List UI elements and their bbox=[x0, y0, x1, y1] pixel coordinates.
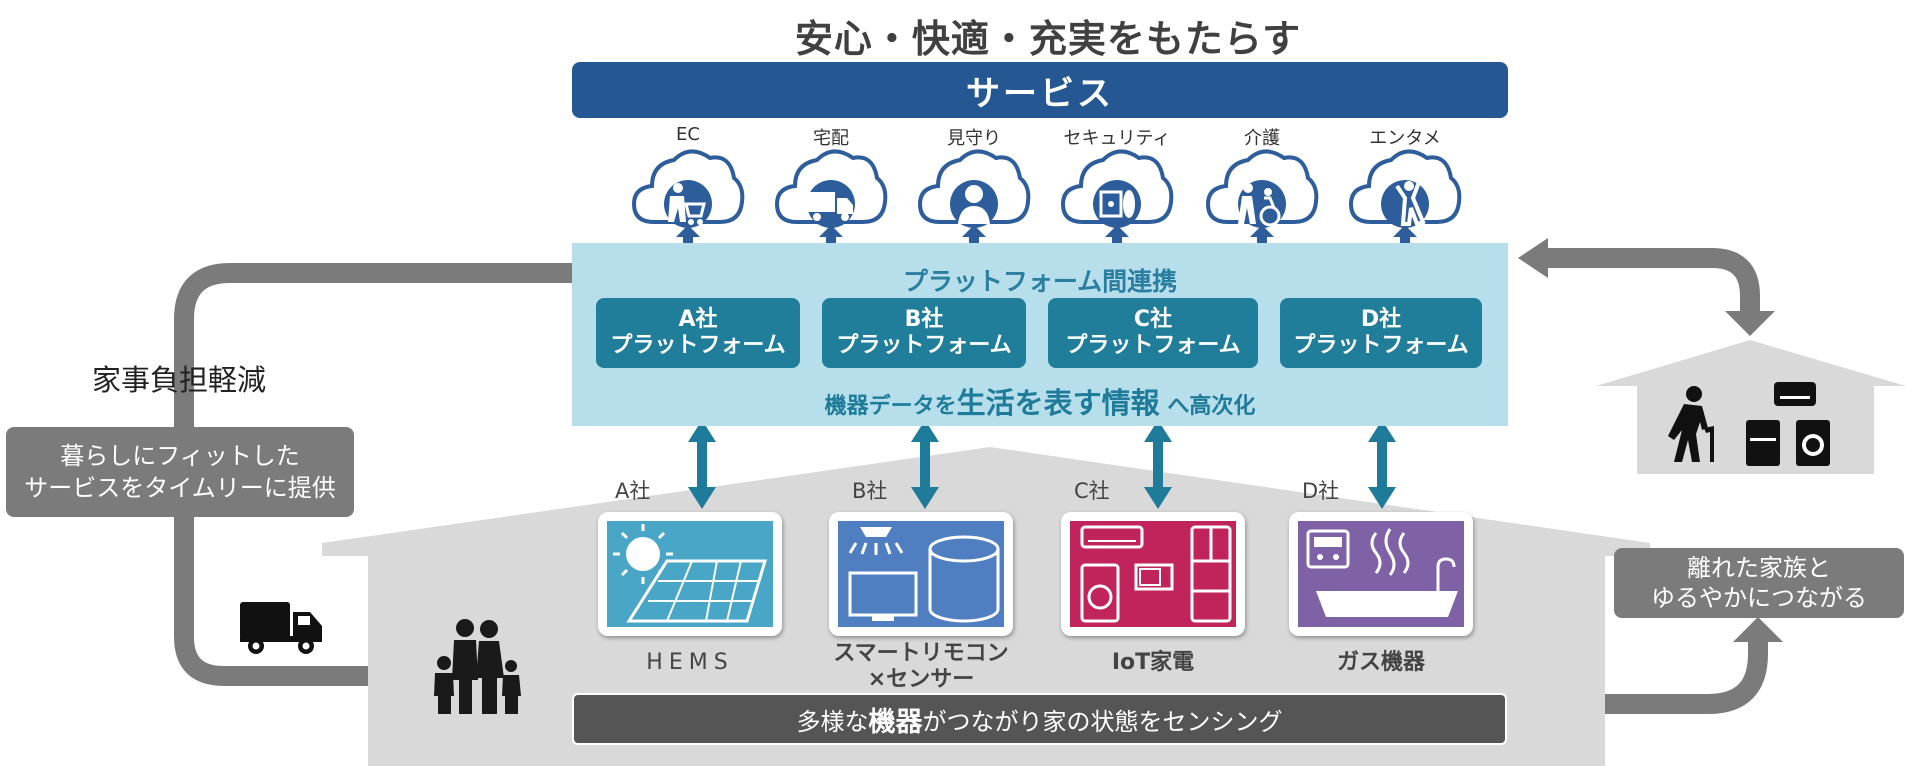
device-label: IoT家電 bbox=[1111, 650, 1195, 675]
platform-company: D社 bbox=[1360, 307, 1402, 332]
platform-name: プラットフォーム bbox=[836, 333, 1012, 358]
data-upgrade-caption: 機器データを生活を表す情報 へ高次化 bbox=[824, 386, 1256, 420]
device-company: A社 bbox=[615, 479, 651, 503]
timely-service-box: 暮らしにフィットした サービスをタイムリーに提供 bbox=[6, 427, 354, 517]
delivery-truck-icon bbox=[240, 602, 322, 654]
device-label: スマートリモコン ×センサー bbox=[833, 641, 1009, 692]
device-label: HEMS bbox=[646, 650, 734, 675]
service-banner: サービス bbox=[572, 62, 1508, 118]
remote-sensor-icon bbox=[838, 521, 1004, 627]
platform-device-arrows bbox=[688, 420, 1396, 509]
platform-name: プラットフォーム bbox=[1293, 333, 1469, 358]
hems-device-card bbox=[598, 512, 782, 636]
wheelchair-care-icon bbox=[1205, 149, 1319, 228]
left-service-loop-line bbox=[174, 263, 572, 686]
appliances-icon bbox=[1070, 521, 1236, 627]
service-label: 宅配 bbox=[813, 128, 849, 149]
home-appliances-icon bbox=[1746, 382, 1830, 466]
platform-box-a: A社 プラットフォーム bbox=[596, 298, 800, 368]
platform-box-c: C社 プラットフォーム bbox=[1048, 298, 1258, 368]
door-lock-icon bbox=[1060, 149, 1174, 228]
connect-family-box: 離れた家族と ゆるやかにつながる bbox=[1614, 548, 1904, 618]
housework-reduction-label: 家事負担軽減 bbox=[92, 363, 267, 397]
device-label: ガス機器 bbox=[1336, 650, 1425, 675]
smart-remote-device-card bbox=[829, 512, 1013, 636]
service-label: EC bbox=[676, 124, 700, 145]
home-to-family-arrow bbox=[1605, 640, 1768, 714]
watcher-person-icon bbox=[917, 149, 1031, 228]
platform-to-remote-arrow bbox=[1543, 248, 1760, 313]
device-company: C社 bbox=[1074, 479, 1110, 503]
platform-box-d: D社 プラットフォーム bbox=[1280, 298, 1482, 368]
platform-company: A社 bbox=[678, 307, 718, 332]
device-company: D社 bbox=[1302, 479, 1340, 503]
entertainment-dancer-icon bbox=[1348, 149, 1462, 228]
gas-bath-icon bbox=[1298, 521, 1464, 627]
platform-name: プラットフォーム bbox=[610, 333, 786, 358]
service-label: 見守り bbox=[947, 128, 1001, 149]
shopping-cart-icon bbox=[631, 149, 745, 228]
platform-box-b: B社 プラットフォーム bbox=[822, 298, 1026, 368]
platform-title: プラットフォーム間連携 bbox=[902, 267, 1178, 296]
platform-company: B社 bbox=[904, 307, 944, 332]
delivery-truck-icon bbox=[774, 149, 888, 228]
sensing-bar: 多様な機器がつながり家の状態をセンシング bbox=[572, 693, 1507, 745]
platform-name: プラットフォーム bbox=[1065, 333, 1241, 358]
iot-appliance-device-card bbox=[1061, 512, 1245, 636]
device-company: B社 bbox=[852, 479, 888, 503]
service-label: エンタメ bbox=[1369, 128, 1441, 149]
solar-panel-icon bbox=[607, 521, 773, 627]
family-icon bbox=[434, 619, 521, 714]
service-label: 介護 bbox=[1244, 128, 1280, 149]
service-label: セキュリティ bbox=[1063, 128, 1171, 149]
gas-appliance-device-card bbox=[1289, 512, 1473, 636]
elderly-person-icon bbox=[1668, 386, 1714, 462]
platform-company: C社 bbox=[1133, 307, 1173, 332]
diagram-title: 安心・快適・充実をもたらす bbox=[794, 17, 1302, 61]
